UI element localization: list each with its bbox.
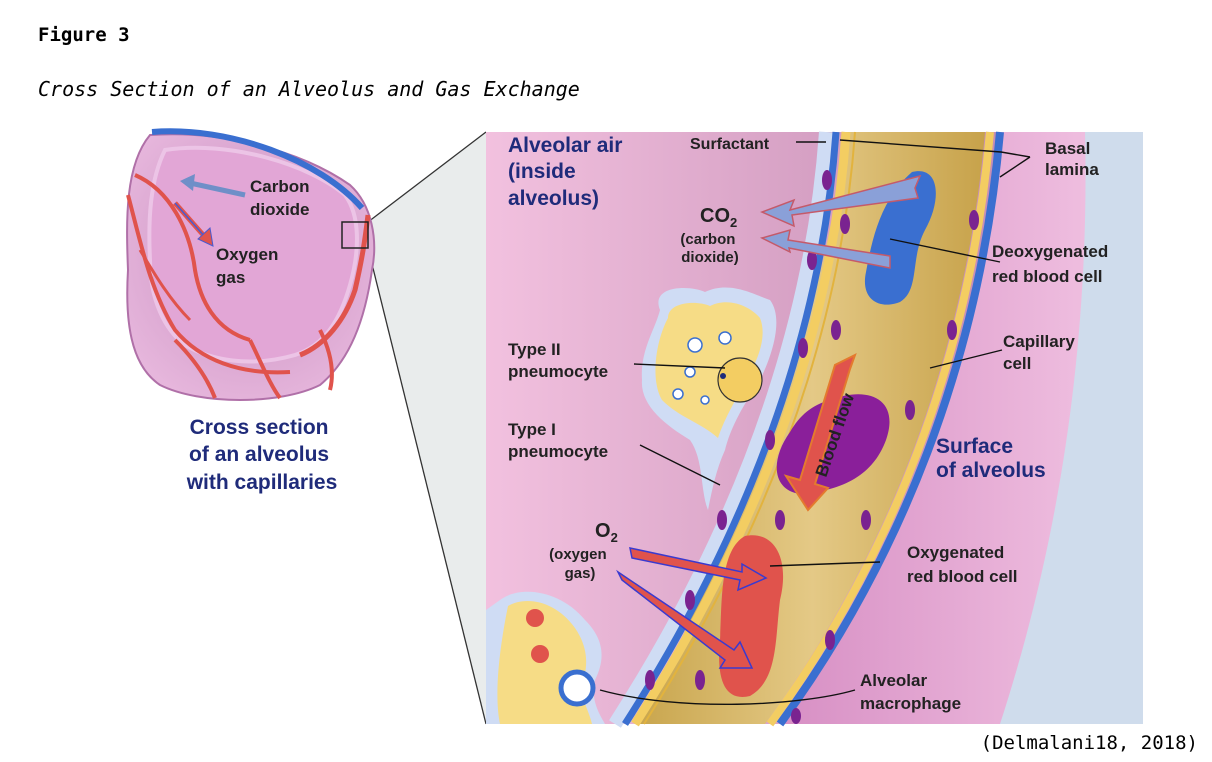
type1-pneumocyte-label: Type I pneumocyte	[508, 420, 608, 461]
macrophage-label: Alveolar macrophage	[860, 671, 961, 713]
zoom-box	[341, 221, 369, 249]
type2-pneumocyte-label: Type II pneumocyte	[508, 340, 608, 381]
co2-arrows	[759, 174, 922, 269]
o2-label: O2	[595, 520, 618, 545]
deoxygenated-rbc-label: Deoxygenated red blood cell	[992, 242, 1113, 286]
figure-title: Cross Section of an Alveolus and Gas Exc…	[38, 77, 580, 101]
overview-carbon-dioxide-label: Carbon dioxide	[250, 177, 314, 219]
citation: (Delmalani18, 2018)	[980, 732, 1198, 754]
overview-oxygen-gas-label: Oxygen gas	[216, 245, 283, 287]
surface-of-alveolus-label: Surface of alveolus	[936, 435, 1046, 482]
surfactant-label: Surfactant	[690, 136, 770, 153]
alveolar-air-label: Alveolar air (inside alveolus)	[508, 134, 628, 210]
co2-label: CO2	[700, 205, 737, 230]
leader-lines	[599, 139, 1031, 706]
oxygenated-rbc-label: Oxygenated red blood cell	[907, 543, 1018, 586]
capillary-cell-label: Capillary cell	[1003, 332, 1080, 373]
alveolus-overview	[126, 128, 376, 401]
o2-arrows	[616, 547, 768, 669]
co2-description: (carbon dioxide)	[680, 231, 739, 266]
detail-panel	[486, 131, 1143, 728]
o2-description: (oxygen gas)	[549, 546, 611, 582]
basal-lamina-label: Basal lamina	[1045, 139, 1099, 179]
figure-label: Figure 3	[38, 24, 130, 46]
overview-caption: Cross section of an alveolus with capill…	[186, 416, 338, 494]
zoom-wedge	[368, 132, 486, 724]
